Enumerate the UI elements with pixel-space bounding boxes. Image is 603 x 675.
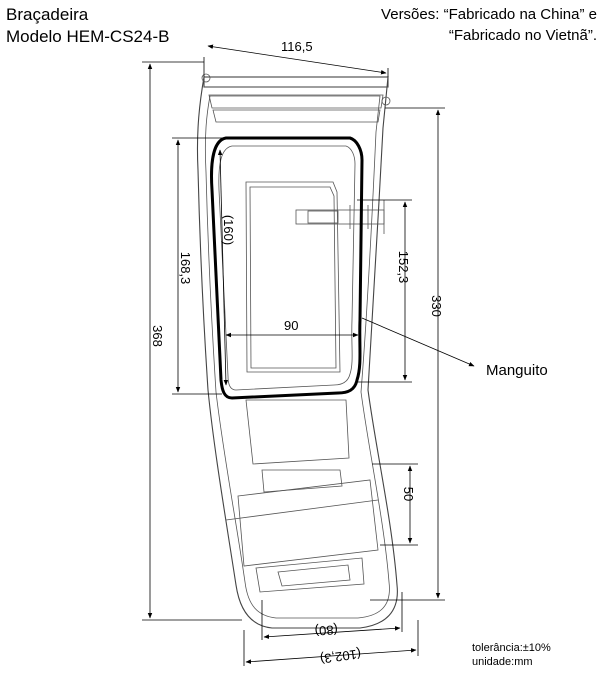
dim-bottom-width: (80) (261, 592, 403, 640)
dim-top-width: 116,5 (203, 39, 389, 77)
title-model: Modelo HEM-CS24-B (6, 27, 170, 46)
inner-panels (225, 181, 379, 593)
bladder-outline (210, 136, 364, 400)
dim-bladder-height: 168,3 (172, 137, 226, 395)
title-product: Braçadeira (6, 5, 89, 24)
dim-label-bladder-width: 90 (284, 318, 298, 333)
dim-label-strap-width: 50 (401, 487, 416, 501)
dim-total-height: 368 (142, 61, 242, 621)
cuff-inner-outline (204, 95, 390, 619)
tube-connector (295, 200, 385, 234)
versions-line-1: Versões: “Fabricado na China” e (381, 6, 597, 23)
cuff-outline (196, 76, 398, 629)
dim-inner-height: 330 (370, 107, 445, 601)
callout-manguito: Manguito (361, 317, 548, 379)
dim-label-circle-ref: (160) (221, 215, 236, 245)
dim-label-inner-height: 330 (429, 295, 444, 317)
dim-circle-ref: (160) (217, 149, 236, 386)
unit-text: unidade:mm (472, 656, 533, 668)
dim-label-bottom-total-width: (102,3) (319, 646, 362, 667)
tolerance-text: tolerância:±10% (472, 642, 551, 654)
dim-label-top-width: 116,5 (281, 39, 313, 54)
dim-label-total-height: 368 (150, 325, 165, 347)
versions-note: Versões: “Fabricado na China” e “Fabrica… (381, 4, 597, 46)
dim-strap-width: 50 (372, 463, 418, 546)
dim-bottom-total-width: (102,3) (243, 620, 419, 667)
callout-label: Manguito (486, 362, 548, 379)
versions-line-2: “Fabricado no Vietnã”. (448, 27, 597, 44)
tolerance-note: tolerância:±10% unidade:mm (472, 641, 551, 669)
dim-right-height: 152,3 (357, 199, 412, 383)
dim-label-bottom-width: (80) (314, 622, 338, 639)
top-tab (201, 73, 391, 123)
dim-label-bladder-height: 168,3 (178, 252, 193, 285)
dim-bladder-width: 90 (225, 318, 359, 338)
dim-label-right-height: 152,3 (396, 251, 411, 284)
title-block: Braçadeira Modelo HEM-CS24-B (6, 4, 169, 48)
